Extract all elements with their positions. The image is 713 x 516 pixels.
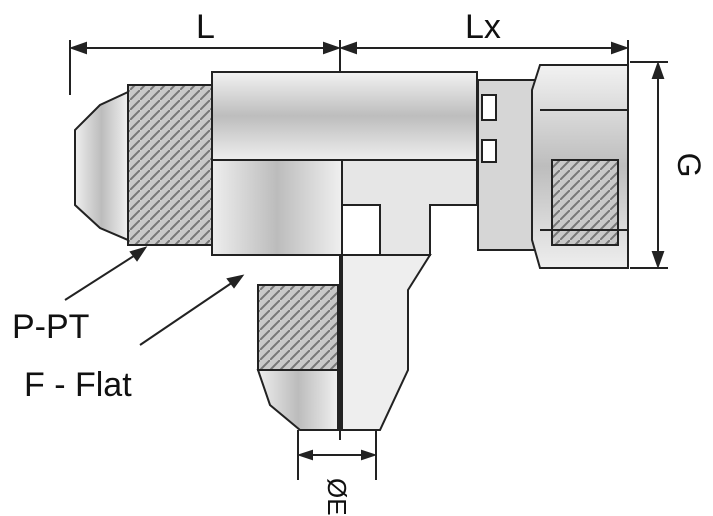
dimension-l-label: L — [196, 8, 215, 46]
dimension-lx-label: Lx — [465, 8, 501, 46]
callout-p-pt: P-PT — [12, 308, 89, 346]
dimension-e-label: ØE — [322, 478, 352, 516]
callout-f-flat: F - Flat — [24, 366, 132, 404]
dimension-g-label: G — [671, 153, 707, 178]
callout-leaders — [64, 246, 245, 346]
fitting-body — [74, 64, 629, 431]
